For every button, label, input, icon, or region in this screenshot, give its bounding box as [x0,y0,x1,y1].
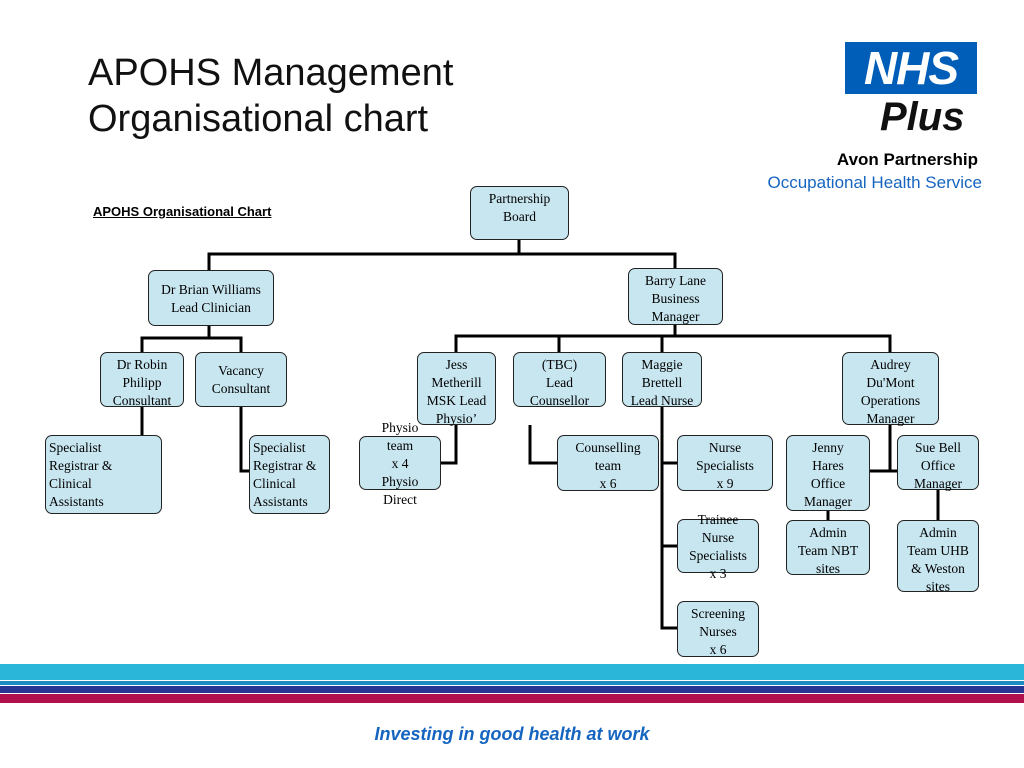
node-barry-lane: Barry Lane Business Manager [628,268,723,325]
nhs-logo: NHS [845,42,977,94]
chart-subtitle: APOHS Organisational Chart [93,204,272,219]
connector-barry [454,325,892,352]
page-title: APOHS Management Organisational chart [88,50,453,142]
node-maggie-brettell: Maggie Brettell Lead Nurse [622,352,702,408]
node-robin-philipp: Dr Robin Philipp Consultant [100,352,184,408]
connector-board [207,240,677,270]
node-sue-bell: Sue Bell Office Manager [897,435,979,491]
service-name: Occupational Health Service [767,173,982,192]
node-counselling-team: Counselling team x 6 [557,435,659,491]
footer-band-crimson [0,694,1024,703]
node-trainee-box [677,519,759,573]
connector-tbc [528,425,557,465]
node-tbc-lead-counsellor: (TBC) Lead Counsellor [513,352,606,408]
partnership-name: Avon Partnership [836,150,978,169]
node-specialist-registrar-1: Specialist Registrar & Clinical Assistan… [45,435,162,514]
connector-vacancy [239,407,249,473]
node-screening-nurses: Screening Nurses x 6 [677,601,759,657]
connector-maggie [660,407,677,630]
footer-band-blue [0,681,1024,685]
node-specialist-registrar-2: Specialist Registrar & Clinical Assistan… [249,435,330,514]
node-nurse-specialists: Nurse Specialists x 9 [677,435,773,491]
node-vacancy-consultant: Vacancy Consultant [195,352,287,407]
node-brian-williams: Dr Brian Williams Lead Clinician [148,270,274,326]
page-title-line-2: Organisational chart [88,98,429,140]
connector-brian [140,326,243,352]
plus-logo: Plus [880,95,965,139]
connector-audrey [870,425,897,473]
footer-band-cyan [0,664,1024,680]
node-partnership-board: Partnership Board [470,186,569,240]
footer-tagline: Investing in good health at work [374,724,650,744]
node-jenny-hares: Jenny Hares Office Manager [786,435,870,511]
node-admin-team-nbt: Admin Team NBT sites [786,520,870,576]
node-audrey-dumont: Audrey Du'Mont Operations Manager [842,352,939,426]
node-physio-team-label: Physio team x 4 Physio Direct [381,420,419,507]
footer-band-navy [0,686,1024,693]
node-physio-team-box [359,436,441,490]
page-title-line-1: APOHS Management [88,52,454,94]
node-trainee-label: Trainee Nurse Specialists x 3 [689,512,747,581]
node-admin-team-uhb: Admin Team UHB & Weston sites [897,520,979,594]
node-jess-metherill: Jess Metherill MSK Lead Physio’ [417,352,496,426]
connector-jess [441,425,458,465]
